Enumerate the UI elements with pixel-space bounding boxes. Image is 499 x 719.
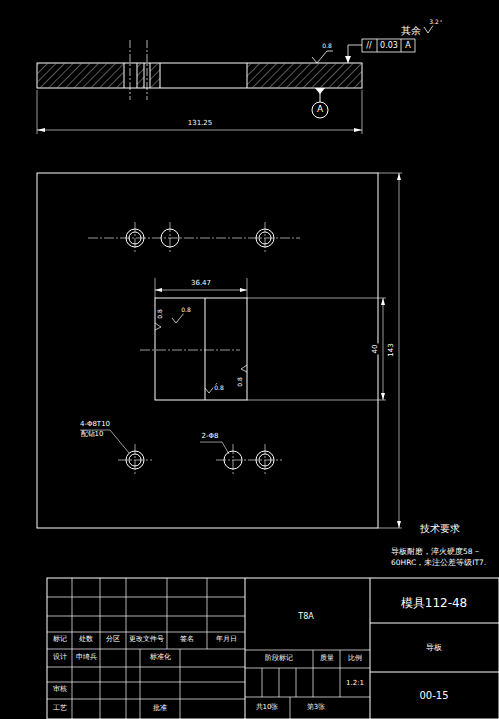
dimension: 36.47 bbox=[190, 280, 212, 288]
note: 导板耐磨，淬火硬度58－60HRC，未注公差等级IT7. bbox=[390, 546, 498, 569]
table-cell: 处数 bbox=[78, 636, 94, 644]
roughness-value: 0.8 bbox=[237, 376, 244, 388]
tolerance-symbol: // bbox=[365, 41, 372, 50]
table-cell: 审核 bbox=[52, 686, 68, 694]
table-cell: 共10张 bbox=[255, 704, 280, 712]
table-cell: 年月日 bbox=[215, 636, 238, 644]
table-cell: 标记 bbox=[52, 636, 68, 644]
table-cell: 工艺 bbox=[52, 705, 68, 713]
datum-ref: A bbox=[404, 41, 411, 50]
roughness-value: 0.8 bbox=[180, 307, 192, 314]
hole-callout: 4-Φ8T10 bbox=[79, 421, 111, 429]
table-cell: 更改文件号 bbox=[128, 636, 165, 644]
drawing-title: 模具112-48 bbox=[400, 597, 469, 610]
heading: 技术要求 bbox=[419, 523, 461, 534]
hole-callout: 配钻10 bbox=[80, 431, 105, 439]
table-cell: 阶段标记 bbox=[264, 655, 294, 663]
dimension: 131.25 bbox=[187, 120, 214, 128]
table-cell: 标准化 bbox=[149, 654, 172, 662]
part-name: 导板 bbox=[425, 644, 443, 653]
table-cell: 批准 bbox=[152, 705, 168, 713]
roughness-value: 0.8 bbox=[213, 385, 225, 392]
table-cell: 签名 bbox=[179, 636, 195, 644]
roughness-value: 3.2 bbox=[428, 19, 440, 26]
drawing-number: 00-15 bbox=[418, 690, 449, 701]
roughness-value: 0.8 bbox=[157, 308, 164, 320]
table-cell: 申绮兵 bbox=[75, 654, 98, 662]
table-cell: 比例 bbox=[347, 655, 363, 663]
tolerance-value: 0.03 bbox=[379, 41, 399, 50]
dimension: 40 bbox=[372, 344, 380, 355]
note: 其余 bbox=[400, 25, 422, 36]
table-cell: 1.2:1 bbox=[345, 680, 365, 688]
material: T8A bbox=[297, 613, 314, 622]
table-cell: 质量 bbox=[319, 655, 335, 663]
hole-callout: 2-Φ8 bbox=[201, 433, 220, 441]
roughness-value: 0.8 bbox=[321, 43, 333, 50]
table-cell: 分区 bbox=[105, 636, 121, 644]
datum-letter: A bbox=[316, 105, 324, 115]
table-cell: 第3张 bbox=[306, 704, 326, 712]
dimension: 143 bbox=[388, 342, 396, 357]
table-cell: 设计 bbox=[52, 654, 68, 662]
